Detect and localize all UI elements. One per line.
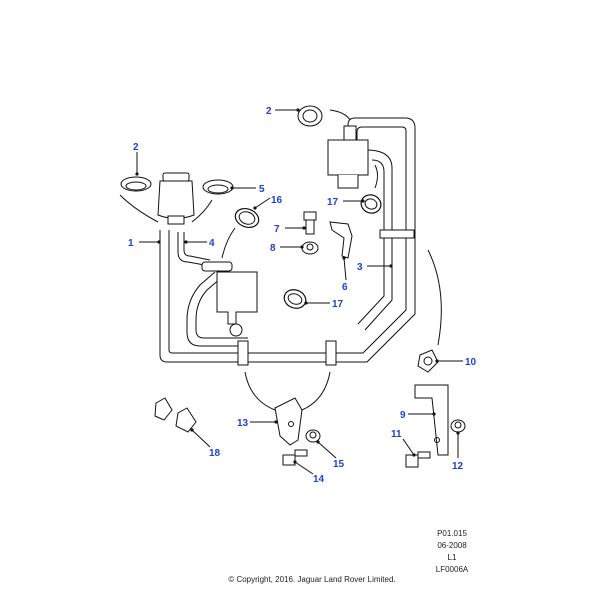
callout-10: 10 <box>465 357 477 368</box>
o-rings <box>234 194 382 309</box>
callout-16: 16 <box>271 195 283 206</box>
valve-block <box>201 261 258 337</box>
callout-9: 9 <box>400 410 406 421</box>
leader-lines <box>135 108 463 475</box>
reference-date: 06-2008 <box>437 541 467 550</box>
reference-id: LF0006A <box>436 565 469 574</box>
callout-4: 4 <box>209 238 215 249</box>
copyright-text: © Copyright, 2016. Jaguar Land Rover Lim… <box>228 575 395 584</box>
callout-6: 6 <box>342 282 348 293</box>
callout-8: 8 <box>270 243 276 254</box>
callout-17-lower: 17 <box>332 299 344 310</box>
callout-5: 5 <box>259 184 265 195</box>
clip-pair-18 <box>154 397 197 433</box>
callout-13: 13 <box>237 418 249 429</box>
hose-clamps <box>120 105 323 195</box>
bracket-9 <box>405 384 466 468</box>
clip-10 <box>417 349 439 373</box>
callout-12: 12 <box>452 461 464 472</box>
callout-14: 14 <box>313 474 325 485</box>
callout-3: 3 <box>357 262 363 273</box>
callout-2-top: 2 <box>266 106 272 117</box>
reference-level: L1 <box>448 553 457 562</box>
callout-15: 15 <box>333 459 345 470</box>
callout-7: 7 <box>274 224 280 235</box>
callout-1: 1 <box>128 238 134 249</box>
callout-17-right: 17 <box>327 197 339 208</box>
callout-11: 11 <box>391 429 402 440</box>
callout-2-left: 2 <box>133 142 139 153</box>
hose-clips <box>237 229 415 366</box>
reference-block: P01.015 06-2008 L1 LF0006A <box>436 529 469 574</box>
center-fasteners <box>301 211 353 259</box>
expansion-tank <box>327 125 369 189</box>
reservoir <box>157 172 195 225</box>
callout-labels: 1 2 2 3 4 5 6 7 8 9 10 11 12 13 14 15 16… <box>128 106 477 485</box>
hint-arcs <box>119 109 442 411</box>
bracket-13 <box>274 397 321 466</box>
callout-18: 18 <box>209 448 221 459</box>
hose-loop <box>159 117 416 363</box>
reference-code: P01.015 <box>437 529 467 538</box>
